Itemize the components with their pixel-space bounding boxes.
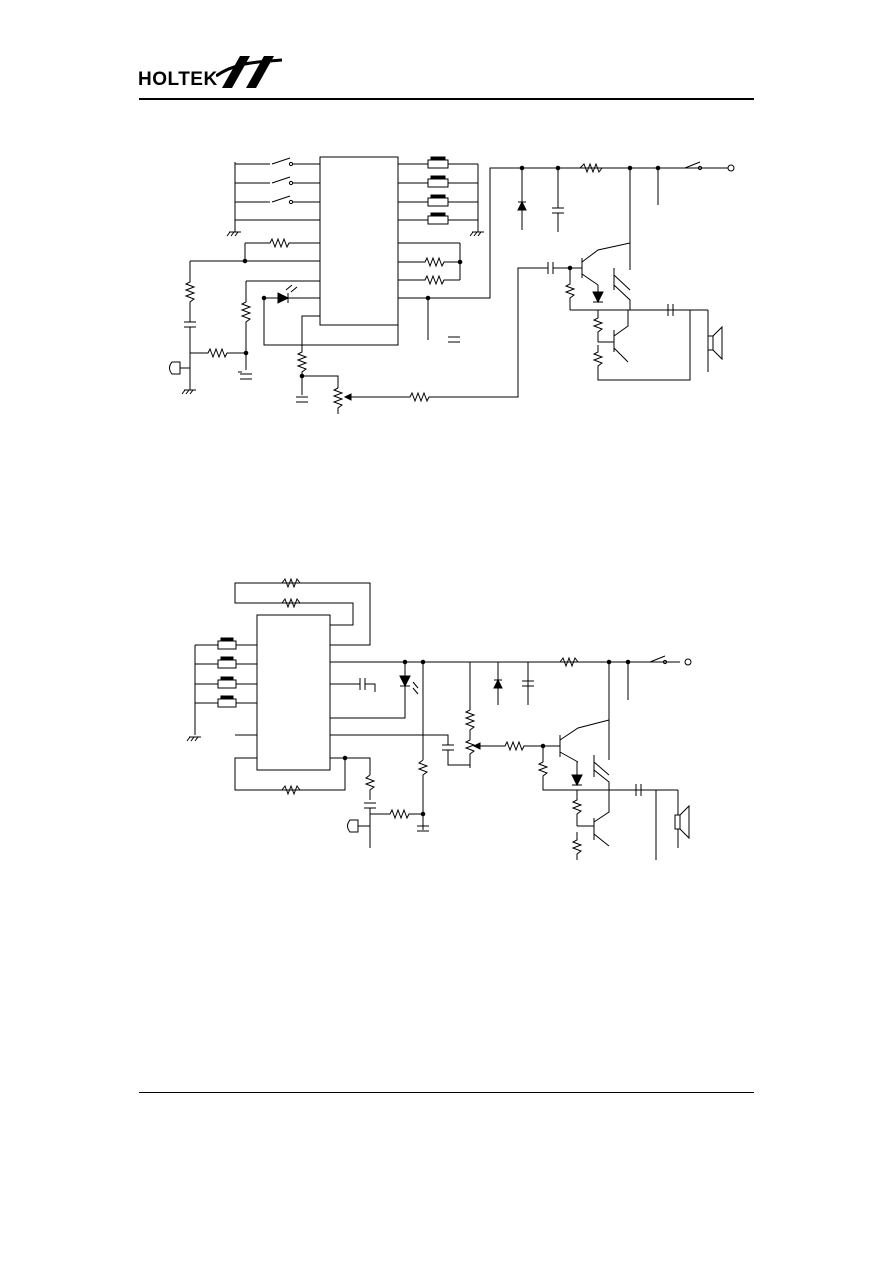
resistor [419, 760, 427, 830]
ground-symbol [470, 232, 484, 236]
holtek-logo-icon [216, 56, 283, 88]
switch-3 [235, 196, 320, 204]
zener-diode [494, 680, 502, 688]
resistor [594, 310, 690, 380]
diode [572, 775, 582, 785]
potentiometer [334, 388, 342, 414]
resistor [298, 345, 306, 395]
resistor [370, 810, 423, 818]
diode [593, 292, 603, 302]
electrolytic-capacitor [238, 372, 252, 379]
speaker-icon [675, 806, 689, 838]
power-terminal [728, 165, 734, 171]
resistor [398, 258, 460, 266]
led [278, 293, 288, 303]
resistor [580, 164, 602, 172]
holtek-logo: HOLTEK [138, 48, 288, 98]
resistor [398, 276, 460, 284]
switch-2 [235, 177, 320, 185]
resistor [190, 349, 246, 357]
resistor [186, 261, 194, 322]
resistor [594, 310, 602, 342]
capacitor [552, 208, 564, 213]
ic-chip [257, 615, 330, 770]
power-terminal [685, 659, 691, 665]
microphone-symbol [170, 362, 191, 374]
resistor [573, 790, 656, 860]
resistor [539, 746, 656, 790]
resistor [282, 599, 300, 607]
resistor [245, 239, 320, 247]
capacitor [184, 322, 196, 327]
capacitor [364, 803, 376, 808]
ground-symbol [187, 737, 201, 741]
electrolytic-capacitor [360, 678, 365, 690]
microphone-symbol [348, 820, 371, 832]
resistor [560, 658, 578, 666]
led [400, 676, 410, 686]
resistor [282, 579, 300, 587]
footer-rule [139, 1092, 754, 1093]
resistor [242, 281, 250, 370]
resistor [282, 786, 300, 794]
power-switch [650, 656, 667, 664]
ground-symbol [182, 390, 196, 394]
capacitor [296, 397, 308, 402]
electrolytic-capacitor [417, 826, 429, 831]
capacitor [442, 745, 454, 750]
ground-symbol [227, 232, 241, 236]
logo-text: HOLTEK [138, 69, 218, 90]
header-rule [139, 98, 754, 100]
zener-diode [518, 202, 526, 210]
power-switch [685, 162, 702, 170]
application-circuit-2 [165, 575, 755, 860]
resistor [573, 790, 581, 826]
ic-chip [320, 157, 398, 325]
resistor [366, 775, 374, 800]
resistor [566, 268, 574, 310]
application-circuit-1 [160, 150, 750, 425]
speaker-icon [708, 327, 722, 359]
electrolytic-capacitor [448, 337, 460, 342]
capacitor [522, 681, 534, 686]
switch-1 [235, 158, 320, 166]
